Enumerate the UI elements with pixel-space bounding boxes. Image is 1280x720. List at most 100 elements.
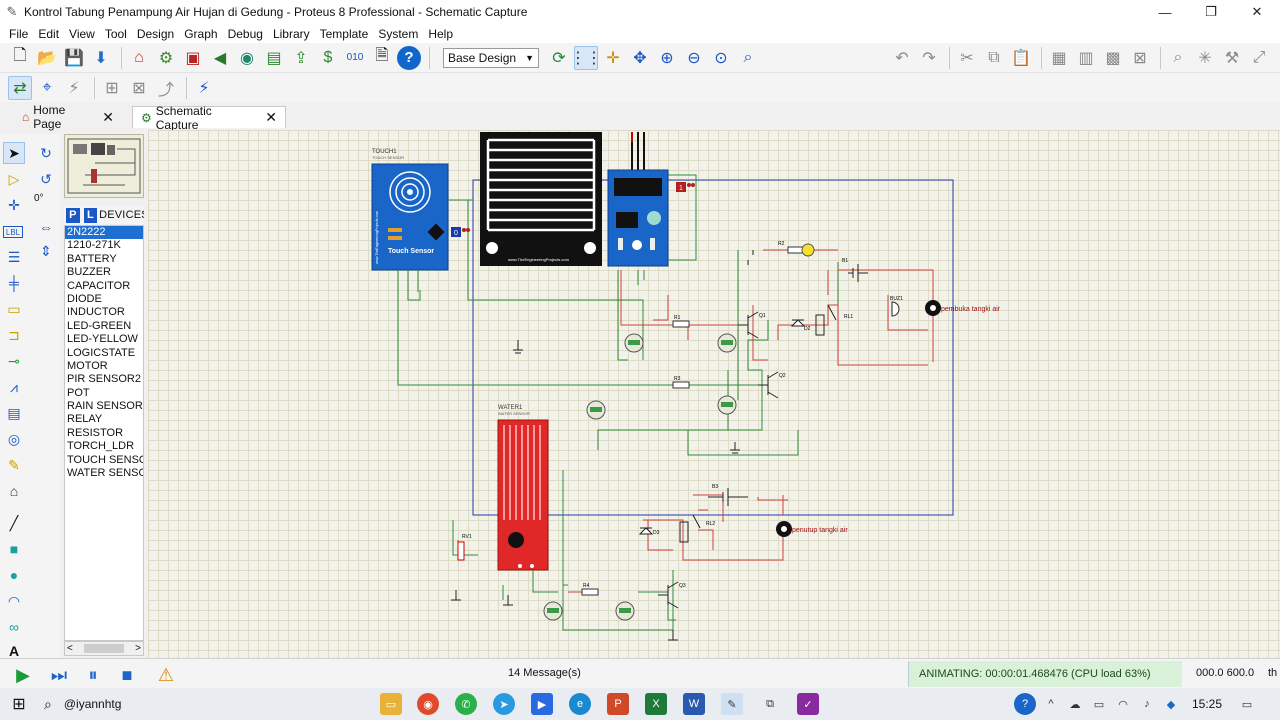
menu-design[interactable]: Design [136, 26, 175, 41]
device-pins-icon[interactable]: ⊸ [8, 352, 20, 369]
whatsapp-icon[interactable]: ✆ [455, 693, 477, 715]
menu-system[interactable]: System [378, 26, 419, 41]
property-assignment-icon[interactable]: ⚡ [68, 79, 80, 97]
play-icon[interactable]: ▶ [16, 664, 30, 685]
new-file-icon[interactable]: 🗋 [13, 47, 27, 64]
menu-graph[interactable]: Graph [184, 26, 218, 41]
list-item[interactable]: MOTOR [67, 359, 108, 372]
taskbar-clock[interactable]: 15:25 [1192, 697, 1223, 711]
zoom-area-icon[interactable]: ⌕ [743, 48, 753, 66]
device-list-scrollbar[interactable]: < > [64, 641, 144, 656]
pick-device-button[interactable]: P [66, 207, 80, 223]
block-copy-icon[interactable]: ▦ [1051, 50, 1067, 67]
scroll-thumb[interactable] [84, 644, 124, 653]
selection-mode-icon[interactable]: ➤ [3, 142, 25, 164]
terminals-icon[interactable]: ⊐ [8, 326, 20, 343]
refresh-icon[interactable]: ⟳ [552, 49, 566, 67]
list-item[interactable]: LED-GREEN [67, 319, 132, 332]
word-icon[interactable]: W [683, 693, 705, 715]
resistor-r3[interactable]: R3 [672, 376, 690, 389]
circle-tool-icon[interactable]: ● [9, 567, 19, 583]
menu-file[interactable]: File [9, 26, 29, 41]
diode-d2[interactable]: D2 [790, 319, 811, 332]
search-tagging-icon[interactable]: ⌖ [42, 78, 52, 96]
virtual-instruments-icon[interactable]: ⌂ [9, 483, 19, 499]
mirror-y-icon[interactable]: ⇕ [40, 242, 52, 259]
scroll-right-icon[interactable]: > [135, 643, 141, 654]
diode-d3[interactable]: D3 [638, 527, 660, 536]
dollar-icon[interactable]: $ [323, 48, 333, 66]
message-count[interactable]: 14 Message(s) [508, 667, 581, 679]
bom-icon[interactable]: ▤ [266, 49, 282, 67]
powerpoint-icon[interactable]: P [607, 693, 629, 715]
overview-window[interactable] [64, 134, 144, 198]
resistor-r2[interactable]: R2 [778, 241, 805, 254]
led-yellow[interactable] [801, 243, 815, 257]
water-sensor[interactable]: WATER1 WATER SENSOR [497, 405, 549, 571]
cut-icon[interactable]: ✂ [960, 50, 974, 67]
transistor-q1[interactable]: Q1 [738, 311, 766, 339]
undo-icon[interactable]: ↶ [895, 50, 909, 67]
list-item[interactable]: BATTERY [67, 252, 117, 265]
close-tab-icon[interactable]: ✕ [265, 109, 277, 125]
subcircuit-icon[interactable]: ▭ [7, 300, 21, 317]
tape-recorder-icon[interactable]: ▤ [7, 404, 21, 421]
windows-start-icon[interactable]: ⊞ [12, 696, 26, 713]
menu-edit[interactable]: Edit [38, 26, 60, 41]
tab-schematic-capture[interactable]: ⚙ Schematic Capture ✕ [132, 104, 286, 132]
menu-tool[interactable]: Tool [104, 26, 127, 41]
step-icon[interactable]: ⏭ [50, 664, 68, 685]
home-icon[interactable]: ⌂ [134, 48, 144, 66]
design-select[interactable]: Base Design ▼ [443, 47, 539, 68]
gerber-icon[interactable]: ◀ [213, 49, 227, 67]
list-item[interactable]: DIODE [67, 292, 102, 305]
3d-viewer-icon[interactable]: ◉ [240, 49, 254, 67]
maximize-button[interactable]: ❐ [1205, 4, 1217, 19]
notes-icon[interactable]: 🗎 [375, 47, 389, 64]
touch-sensor[interactable]: TOUCH1 TOUCH SENSOR Touch Sensor www.The… [371, 149, 449, 271]
origin-icon[interactable]: ✛ [606, 49, 620, 67]
rain-sensor-module[interactable] [607, 132, 669, 267]
tray-chevron-icon[interactable]: ^ [1048, 698, 1054, 710]
voltage-probe[interactable] [624, 333, 644, 353]
volume-icon[interactable]: ♪ [1144, 698, 1150, 710]
arc-tool-icon[interactable]: ◠ [7, 592, 21, 609]
rain-sensor[interactable]: www.TheEngineeringProjects.com [480, 132, 602, 266]
list-item[interactable]: BUZZER [67, 266, 111, 279]
transistor-q2[interactable]: Q2 [758, 371, 786, 399]
notifications-icon[interactable]: ▭ [1241, 698, 1253, 711]
voltage-probe[interactable] [717, 333, 737, 353]
rotate-anticlockwise-icon[interactable]: ↺ [40, 170, 52, 187]
junction-dot-icon[interactable]: ✛ [8, 196, 20, 213]
menu-template[interactable]: Template [319, 26, 369, 41]
box-tool-icon[interactable]: ■ [9, 541, 19, 557]
battery-b3[interactable]: B3 [708, 484, 748, 506]
import-icon[interactable]: ⬇ [94, 49, 108, 67]
export-icon[interactable]: ⇪ [294, 49, 308, 67]
dropbox-icon[interactable]: ◆ [1166, 698, 1176, 711]
voltage-probe[interactable] [586, 400, 606, 420]
path-tool-icon[interactable]: ∞ [9, 619, 19, 635]
chrome-icon[interactable]: ◉ [417, 693, 439, 715]
decompose-icon[interactable]: ⤢ [1252, 49, 1266, 66]
make-device-icon[interactable]: ✳ [1198, 50, 1212, 67]
logic-state-1[interactable]: 1 [676, 182, 695, 192]
close-button[interactable]: ✕ [1251, 4, 1263, 19]
potentiometer-rv1[interactable]: RV1 [457, 534, 472, 561]
pan-icon[interactable]: ✥ [633, 49, 647, 67]
mirror-x-icon[interactable]: ⇔ [39, 219, 53, 235]
menu-help[interactable]: Help [428, 26, 454, 41]
rotate-clockwise-icon[interactable]: ↻ [40, 144, 52, 161]
scroll-left-icon[interactable]: < [67, 643, 73, 654]
list-item[interactable]: WATER SENSOR [67, 467, 143, 480]
block-move-icon[interactable]: ▥ [1078, 50, 1094, 67]
list-item[interactable]: PIR SENSOR2 [67, 373, 141, 386]
list-item[interactable]: CAPACITOR [67, 279, 131, 292]
list-item[interactable]: LOGICSTATE [67, 346, 136, 359]
tab-home-page[interactable]: ⌂ Home Page ✕ [14, 103, 122, 131]
save-icon[interactable]: 💾 [64, 49, 84, 67]
wifi-icon[interactable]: ◠ [1118, 698, 1128, 711]
warning-icon[interactable]: ⚠ [157, 664, 175, 685]
voltage-probe[interactable] [717, 395, 737, 415]
menu-library[interactable]: Library [272, 26, 310, 41]
